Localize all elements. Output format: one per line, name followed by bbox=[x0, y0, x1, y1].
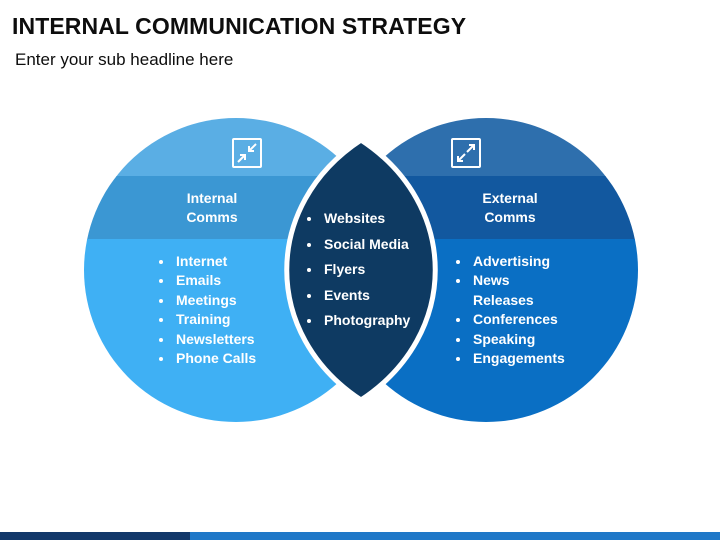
internal-comms-label: Internal Comms bbox=[162, 189, 262, 227]
overlap-lens bbox=[284, 137, 438, 403]
list-item: Speaking bbox=[471, 330, 565, 349]
list-item: Phone Calls bbox=[174, 349, 256, 368]
list-item: Emails bbox=[174, 271, 256, 290]
footer-bar bbox=[0, 532, 720, 540]
external-comms-label-line1: External bbox=[482, 190, 538, 206]
list-item: Photography bbox=[322, 308, 410, 334]
page-subtitle: Enter your sub headline here bbox=[15, 50, 234, 69]
internal-comms-label-line1: Internal bbox=[186, 190, 238, 206]
footer-bar-light bbox=[190, 532, 720, 540]
list-item: Conferences bbox=[471, 310, 565, 329]
list-item: Events bbox=[322, 283, 410, 309]
list-item: Meetings bbox=[174, 291, 256, 310]
list-item-line: News bbox=[473, 272, 510, 289]
arrows-out-icon bbox=[451, 138, 481, 168]
overlap-list: Websites Social Media Flyers Events Phot… bbox=[306, 206, 410, 334]
list-item: Websites bbox=[322, 206, 410, 232]
arrows-in-icon bbox=[232, 138, 262, 168]
page-title: INTERNAL COMMUNICATION STRATEGY bbox=[12, 13, 467, 39]
list-item: Advertising bbox=[471, 252, 565, 271]
list-item: Engagements bbox=[471, 349, 565, 368]
footer-bar-dark bbox=[0, 532, 190, 540]
internal-comms-label-line2: Comms bbox=[186, 209, 238, 225]
list-item: Training bbox=[174, 310, 256, 329]
list-item: Flyers bbox=[322, 257, 410, 283]
external-comms-label-line2: Comms bbox=[484, 209, 536, 225]
list-item: Internet bbox=[174, 252, 256, 271]
internal-comms-list: Internet Emails Meetings Training Newsle… bbox=[158, 252, 256, 368]
list-item-line: Releases bbox=[473, 291, 534, 308]
list-item: Social Media bbox=[322, 232, 410, 258]
external-comms-label: External Comms bbox=[460, 189, 560, 227]
list-item: Newsletters bbox=[174, 330, 256, 349]
